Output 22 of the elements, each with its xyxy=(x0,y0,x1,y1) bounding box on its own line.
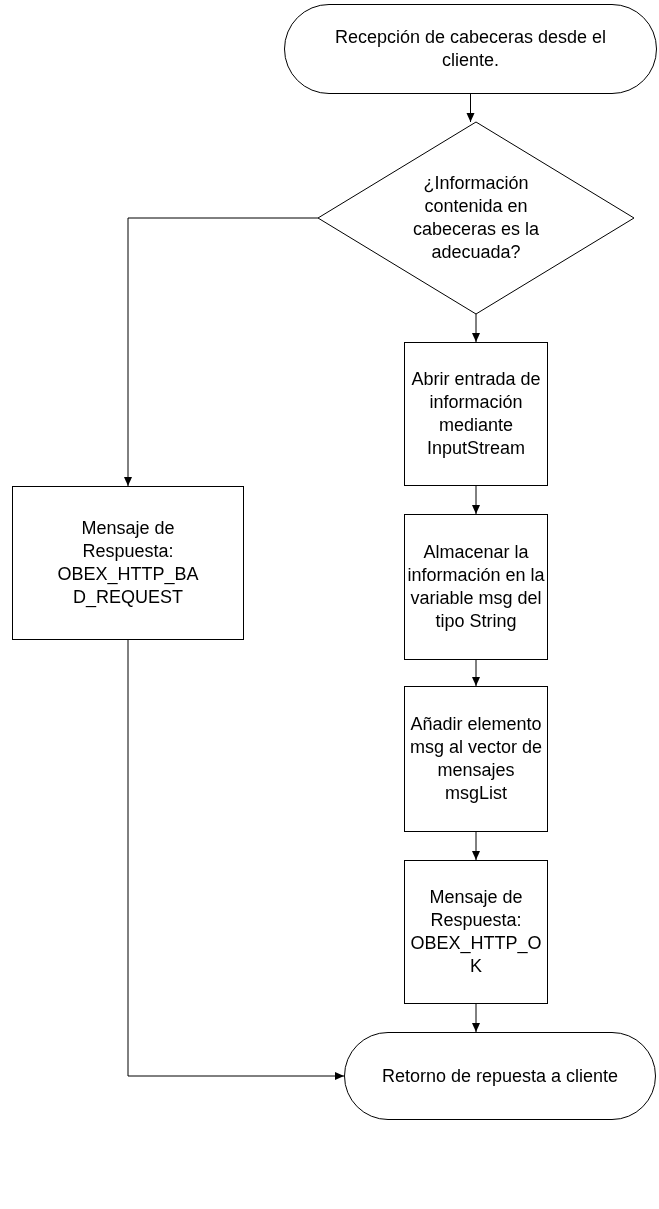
node-text: Recepción de cabeceras desde el cliente. xyxy=(333,26,608,72)
node-text: Retorno de repuesta a cliente xyxy=(380,1064,620,1088)
node-text: Abrir entrada de información mediante InputStream xyxy=(410,368,542,460)
arrow xyxy=(472,659,480,687)
arrow xyxy=(127,639,345,1080)
node-text: ¿Información contenida en cabeceras es la adecuada? xyxy=(411,172,541,264)
process-box xyxy=(404,686,548,832)
node-text: Almacenar la información en la variable msg del tipo String xyxy=(407,541,545,633)
arrow xyxy=(472,1003,480,1033)
process-box xyxy=(404,860,548,1004)
process-box xyxy=(404,342,548,486)
process-box xyxy=(12,486,244,640)
arrow xyxy=(472,831,480,861)
arrow xyxy=(466,93,475,123)
arrow xyxy=(472,313,480,343)
arrow xyxy=(124,217,319,487)
node-text: Añadir elemento msg al vector de mensajes msgList xyxy=(408,713,544,805)
arrow xyxy=(472,485,480,515)
decision-diamond xyxy=(317,121,635,315)
process-box xyxy=(404,514,548,660)
node-text: Mensaje de Respuesta: OBEX_HTTP_BAD_REQUEST xyxy=(56,517,200,609)
node-text: Mensaje de Respuesta: OBEX_HTTP_OK xyxy=(409,886,543,978)
